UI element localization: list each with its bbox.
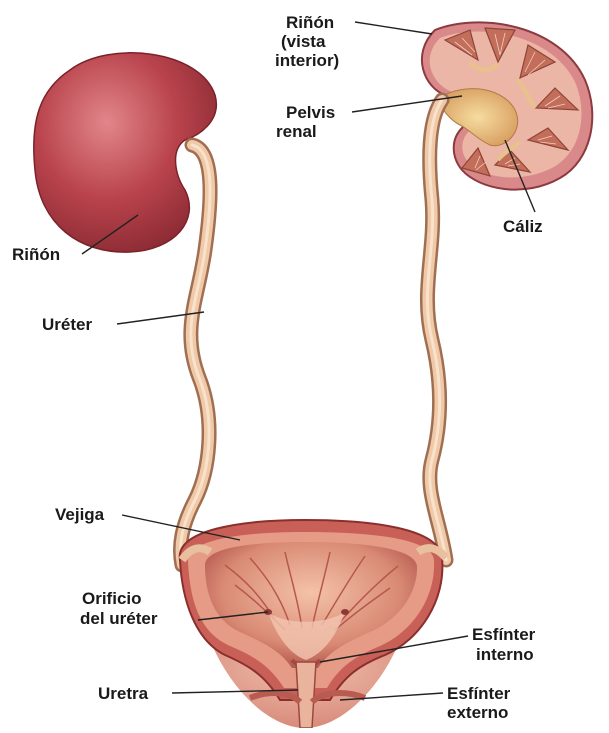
label-ureter: Uréter — [42, 315, 92, 334]
label-rinon-interior: Riñón (vista interior) — [275, 13, 339, 70]
label-esfinter-interno: Esfínter interno — [472, 625, 540, 664]
label-caliz: Cáliz — [503, 217, 543, 236]
label-vejiga: Vejiga — [55, 505, 105, 524]
label-orificio-ureter: Orificio del uréter — [80, 589, 158, 628]
bladder — [180, 520, 446, 728]
right-ureter-orifice — [341, 609, 349, 615]
label-rinon-left: Riñón — [12, 245, 60, 264]
right-ureter — [427, 100, 446, 560]
left-kidney — [34, 53, 217, 252]
urethra — [296, 662, 316, 728]
label-pelvis-renal: Pelvis renal — [276, 103, 340, 141]
label-uretra: Uretra — [98, 684, 149, 703]
label-esfinter-externo: Esfínter externo — [447, 684, 515, 722]
right-kidney-interior — [422, 22, 592, 189]
